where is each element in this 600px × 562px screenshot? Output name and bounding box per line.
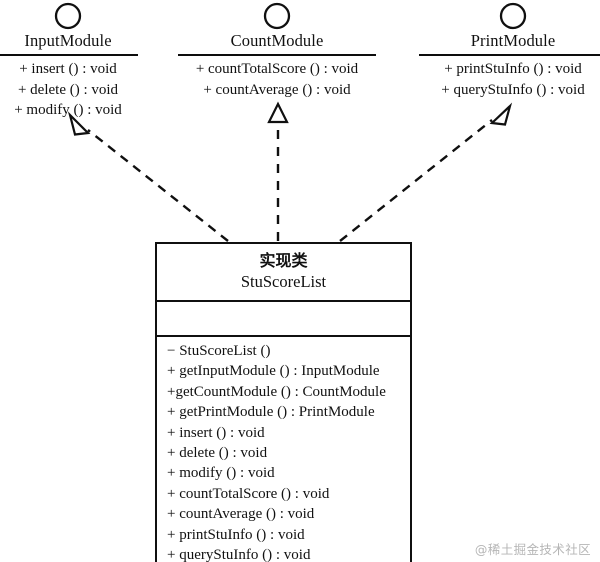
realization-edge-printmodule <box>339 102 513 242</box>
interface-countmodule[interactable]: CountModule + countTotalScore () : void … <box>178 2 376 100</box>
interface-name: PrintModule <box>470 31 556 50</box>
operation: + countTotalScore () : void <box>195 61 359 77</box>
operation: + countTotalScore () : void <box>167 485 330 502</box>
operation: + countAverage () : void <box>167 506 315 523</box>
interface-circle-icon <box>499 2 527 30</box>
interface-separator <box>0 54 138 56</box>
interface-operations: + printStuInfo () : void + queryStuInfo … <box>419 56 600 100</box>
operation: + delete () : void <box>17 81 119 98</box>
operation: + countAverage () : void <box>203 81 351 98</box>
operation: + insert () : void <box>19 61 117 77</box>
interface-circle-icon <box>263 2 291 30</box>
operation: + getPrintModule () : PrintModule <box>167 404 375 421</box>
operation: + delete () : void <box>167 445 268 462</box>
operation: + printStuInfo () : void <box>167 526 305 543</box>
class-operations-compartment: − StuScoreList () + getInputModule () : … <box>157 337 410 562</box>
realization-edge-inputmodule <box>67 111 229 242</box>
class-header-compartment: 实现类 StuScoreList <box>157 244 410 302</box>
realization-edge-countmodule <box>267 101 289 241</box>
interface-printmodule[interactable]: PrintModule + printStuInfo () : void + q… <box>419 2 600 100</box>
interface-circle-icon <box>54 2 82 30</box>
interface-separator <box>419 54 600 56</box>
interface-operations: + insert () : void + delete () : void + … <box>0 56 138 121</box>
operation: + getInputModule () : InputModule <box>167 363 380 380</box>
operation: − StuScoreList () <box>167 343 271 359</box>
operation: + queryStuInfo () : void <box>167 547 311 562</box>
operation: +getCountModule () : CountModule <box>167 383 386 400</box>
class-name: StuScoreList <box>240 272 327 291</box>
interface-name: InputModule <box>24 31 112 50</box>
interface-operations: + countTotalScore () : void + countAvera… <box>178 56 376 100</box>
interface-separator <box>178 54 376 56</box>
operation: + modify () : void <box>167 465 275 482</box>
operation: + modify () : void <box>14 102 122 118</box>
interface-name: CountModule <box>230 31 324 50</box>
class-stereotype: 实现类 <box>259 251 308 270</box>
operation: + insert () : void <box>167 424 265 441</box>
class-attributes-compartment <box>157 302 410 337</box>
interface-inputmodule[interactable]: InputModule + insert () : void + delete … <box>0 2 138 121</box>
operation: + printStuInfo () : void <box>444 61 582 77</box>
operation: + queryStuInfo () : void <box>441 81 585 98</box>
class-box-stuscorelist[interactable]: 实现类 StuScoreList − StuScoreList () + get… <box>155 242 412 562</box>
watermark: @稀土掘金技术社区 <box>474 542 591 557</box>
